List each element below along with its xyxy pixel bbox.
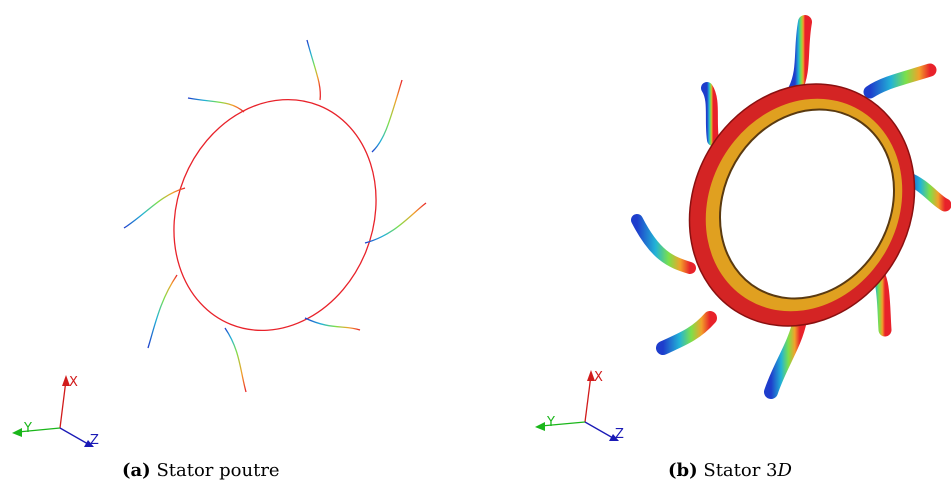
arm-7 [631,214,696,274]
arm-2 [863,63,937,99]
axes-triad-b: X Y Z [535,370,624,442]
spoke-5 [224,327,247,393]
spoke-6 [147,274,178,349]
stator-ring [173,98,377,332]
caption-a: (a) Stator poutre [122,460,280,481]
arm-6 [656,311,717,355]
caption-b-tag: (b) [668,460,698,481]
axis-y-label: Y [546,415,555,430]
axis-z-label: Z [90,433,99,448]
axis-z-label: Z [615,427,624,442]
axis-y-label: Y [23,421,32,436]
beam-stator-plot: X Y Z [12,39,427,448]
arm-8 [701,82,719,146]
caption-a-tag: (a) [122,460,151,481]
axes-triad-a: X Y Z [12,375,99,448]
spoke-8 [187,97,245,113]
caption-b-text: Stator 3 [703,460,778,481]
spoke-7 [123,187,186,229]
panel-a: X Y Z (a) Stator poutre [0,0,475,494]
arms [631,15,951,399]
spoke-3 [364,202,427,244]
axis-x-label: X [69,375,78,390]
spoke-4 [304,317,361,331]
beam-spokes [123,39,427,393]
spoke-1 [306,39,321,101]
stator-ring-inner [719,108,895,300]
arm-5 [764,313,807,399]
caption-b: (b) Stator 3D [668,460,792,481]
caption-a-text: Stator poutre [156,460,280,481]
solid-stator-plot: X Y Z [535,15,951,442]
spoke-2 [371,79,403,153]
panel-b: X Y Z (b) Stator 3D [475,0,951,494]
caption-b-italic: D [777,460,792,481]
axis-x-label: X [594,370,603,385]
arm-1 [788,15,812,97]
